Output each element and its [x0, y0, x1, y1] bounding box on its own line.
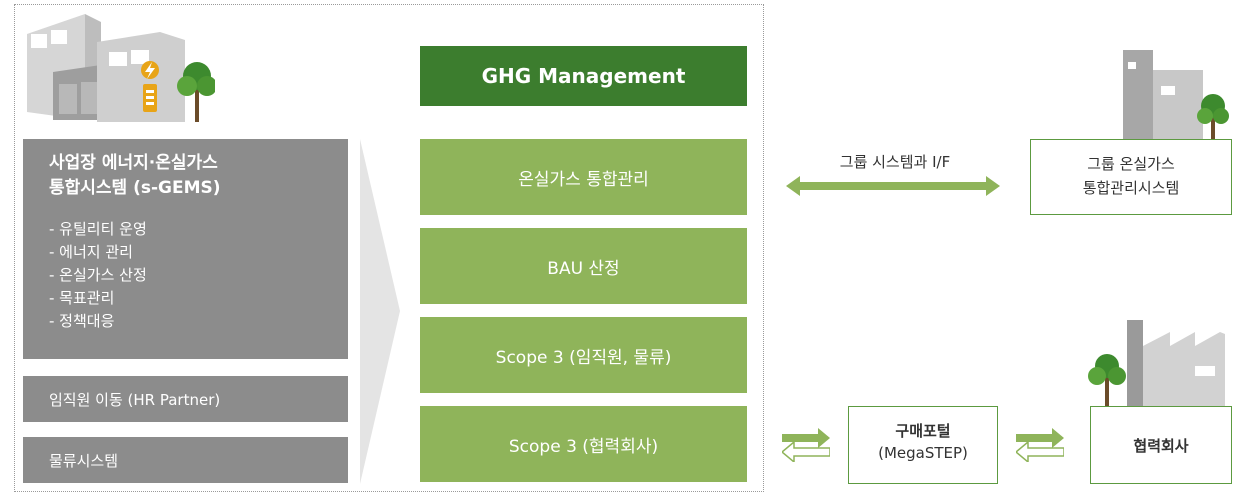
ghg-management-title: GHG Management	[420, 46, 747, 106]
tree-icon	[1197, 94, 1229, 143]
group-interface-label: 그룹 시스템과 I/F	[839, 153, 951, 171]
list-item: - 유틸리티 운영	[49, 220, 147, 238]
office-building-icon	[1123, 50, 1229, 143]
ghg-module-scope3-supplier: Scope 3 (협력회사)	[420, 406, 747, 482]
list-item: - 목표관리	[49, 289, 115, 307]
list-item: - 온실가스 산정	[49, 266, 147, 284]
sgems-box: 사업장 에너지·온실가스 통합시스템 (s-GEMS) - 유틸리티 운영 - …	[23, 139, 348, 359]
factory-building-icon	[27, 14, 215, 122]
group-ghg-system-box: 그룹 온실가스 통합관리시스템	[1030, 139, 1232, 215]
lightning-battery-icon	[141, 61, 159, 112]
group-system-line1: 그룹 온실가스	[1087, 155, 1175, 173]
hr-partner-label: 임직원 이동 (HR Partner)	[49, 391, 221, 409]
sgems-title-line2: 통합시스템 (s-GEMS)	[49, 178, 221, 198]
factory-icon	[1088, 320, 1225, 406]
portal-line2: (MegaSTEP)	[878, 444, 968, 462]
ghg-module-integrated: 온실가스 통합관리	[420, 139, 747, 215]
logistics-system-label: 물류시스템	[49, 452, 119, 470]
flow-chevron-icon	[360, 139, 400, 484]
exchange-arrows-icon	[1016, 428, 1064, 462]
sgems-title-line1: 사업장 에너지·온실가스	[49, 153, 218, 173]
logistics-system-box: 물류시스템	[23, 437, 348, 483]
list-item: - 에너지 관리	[49, 243, 133, 261]
exchange-arrows-icon	[782, 428, 830, 462]
internal-systems-frame	[14, 4, 764, 492]
tree-icon	[1088, 354, 1126, 406]
purchase-portal-box: 구매포털 (MegaSTEP)	[848, 406, 998, 484]
sgems-title: 사업장 에너지·온실가스 통합시스템 (s-GEMS)	[49, 151, 221, 201]
tree-icon	[177, 62, 215, 122]
sgems-function-list: - 유틸리티 운영 - 에너지 관리 - 온실가스 산정 - 목표관리 - 정책…	[49, 218, 147, 333]
partner-company-box: 협력회사	[1090, 406, 1232, 484]
ghg-module-bau: BAU 산정	[420, 228, 747, 304]
portal-line1: 구매포털	[895, 422, 951, 440]
list-item: - 정책대응	[49, 312, 115, 330]
double-arrow-icon	[786, 176, 1000, 196]
hr-partner-box: 임직원 이동 (HR Partner)	[23, 376, 348, 422]
group-system-line2: 통합관리시스템	[1082, 179, 1180, 197]
partner-company-label: 협력회사	[1133, 436, 1189, 455]
ghg-module-scope3-employee: Scope 3 (임직원, 물류)	[420, 317, 747, 393]
